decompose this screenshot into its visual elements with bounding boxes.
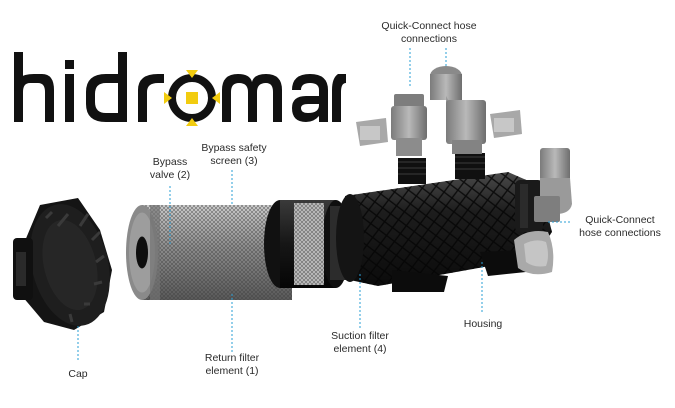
label-cap-text: Cap — [68, 368, 88, 380]
label-quick-connect-right-line2: hose connections — [579, 227, 661, 239]
label-suction-filter: Suction filter element (4) — [322, 330, 398, 356]
label-quick-connect-top: Quick-Connect hose connections — [374, 20, 484, 46]
label-bypass-screen: Bypass safety screen (3) — [196, 142, 272, 168]
label-return-filter-line2: element (1) — [205, 365, 259, 377]
return-filter-element-part — [126, 205, 292, 300]
bypass-screen-part — [264, 200, 350, 288]
quick-connect-right-fittings — [514, 148, 572, 275]
quick-connect-top-fittings — [356, 66, 522, 156]
label-quick-connect-top-line2: connections — [400, 33, 458, 45]
label-bypass-valve-line1: Bypass — [152, 156, 188, 168]
cap-part — [13, 198, 112, 330]
label-quick-connect-right-line1: Quick-Connect — [585, 214, 655, 226]
label-housing-text: Housing — [463, 318, 503, 330]
hidroman-logo-icon — [14, 52, 346, 126]
label-quick-connect-right: Quick-Connect hose connections — [570, 214, 670, 240]
label-suction-filter-line1: Suction filter — [331, 330, 389, 342]
logo-accent-target-icon — [164, 70, 220, 126]
label-quick-connect-top-line1: Quick-Connect hose — [381, 20, 477, 32]
housing-part — [336, 153, 552, 292]
label-bypass-screen-line2: screen (3) — [210, 155, 258, 167]
label-bypass-screen-line1: Bypass safety — [201, 142, 267, 154]
label-return-filter-line1: Return filter — [204, 352, 260, 364]
label-return-filter: Return filter element (1) — [194, 352, 270, 378]
label-suction-filter-line2: element (4) — [333, 343, 387, 355]
label-bypass-valve: Bypass valve (2) — [140, 156, 200, 182]
label-housing: Housing — [456, 318, 510, 331]
brand-logo — [14, 52, 346, 134]
label-bypass-valve-line2: valve (2) — [149, 169, 191, 181]
label-cap: Cap — [62, 368, 94, 381]
